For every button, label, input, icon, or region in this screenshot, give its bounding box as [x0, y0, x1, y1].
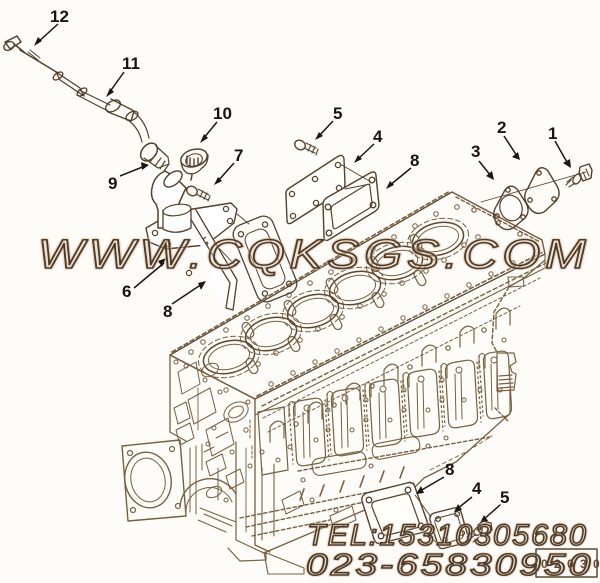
svg-text:5: 5 [333, 104, 342, 123]
svg-text:4: 4 [373, 127, 383, 146]
svg-text:TEL:15310305680: TEL:15310305680 [307, 519, 588, 552]
svg-text:TEL:15310305680: TEL:15310305680 [307, 519, 588, 552]
svg-text:10: 10 [213, 104, 232, 123]
svg-text:8: 8 [410, 151, 419, 170]
svg-text:8: 8 [163, 302, 172, 321]
svg-text:8: 8 [445, 460, 454, 479]
svg-text:12: 12 [50, 7, 69, 26]
svg-text:5: 5 [500, 488, 509, 507]
svg-text:6: 6 [122, 282, 131, 301]
svg-text:4: 4 [472, 479, 482, 498]
svg-text:2: 2 [497, 118, 506, 137]
svg-text:3: 3 [471, 142, 480, 161]
svg-text:1: 1 [548, 124, 557, 143]
svg-text:0 2 0 3 0: 0 2 0 3 0 [541, 557, 600, 571]
svg-text:7: 7 [234, 146, 243, 165]
svg-text:11: 11 [122, 54, 140, 73]
svg-text:9: 9 [108, 174, 117, 193]
svg-text:WWW.CQKSGS.COM: WWW.CQKSGS.COM [38, 231, 591, 277]
svg-text:WWW.CQKSGS.COM: WWW.CQKSGS.COM [38, 231, 591, 277]
